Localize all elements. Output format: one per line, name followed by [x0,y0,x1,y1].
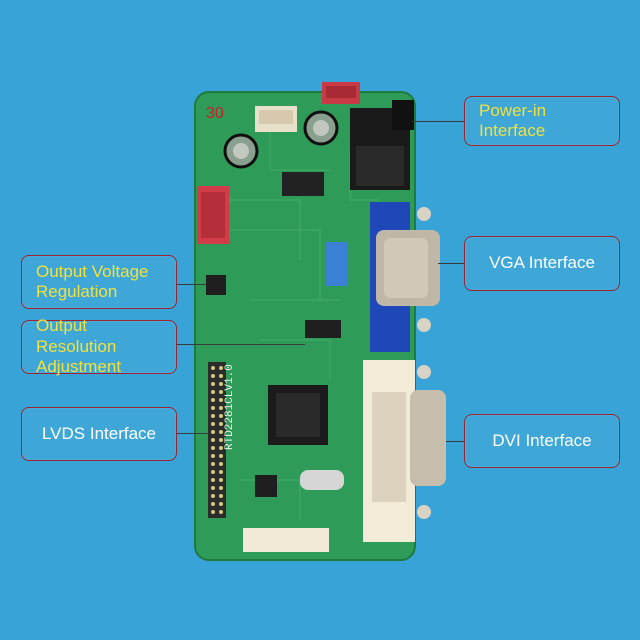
dvi-callout: DVI Interface [464,414,620,468]
blue-header [326,242,348,286]
lvds-callout: LVDS Interface [21,407,177,461]
ic-chip [282,172,324,196]
small-chip [255,475,277,497]
crystal-oscillator [300,470,344,490]
output-voltage-connector-line [177,284,206,285]
output-resolution-connector-line [177,344,305,345]
power-in-connector-line [412,121,464,122]
vga-callout: VGA Interface [464,236,620,291]
power-in-callout: Power-in Interface [464,96,620,146]
vga-connector-line [438,263,464,264]
board-marking: RTD2281CLV1.0 [224,364,236,450]
handwritten-number: 30 [206,105,224,122]
output-voltage-label: Output Voltage Regulation [36,261,149,301]
voltage-jumper [206,275,226,295]
power-in-label: Power-in Interface [479,100,547,140]
dvi-label: DVI Interface [492,430,592,450]
resolution-jumpers [305,320,341,338]
pcb-traces [220,130,380,520]
output-resolution-label: Output Resolution Adjustment [36,316,122,377]
bottom-connector [243,528,329,552]
output-resolution-callout: Output Resolution Adjustment [21,316,177,376]
vga-label: VGA Interface [489,253,595,273]
dvi-connector-line [446,441,464,442]
output-voltage-callout: Output Voltage Regulation [21,255,177,309]
lvds-label: LVDS Interface [41,423,157,443]
lvds-connector-line [177,433,208,434]
